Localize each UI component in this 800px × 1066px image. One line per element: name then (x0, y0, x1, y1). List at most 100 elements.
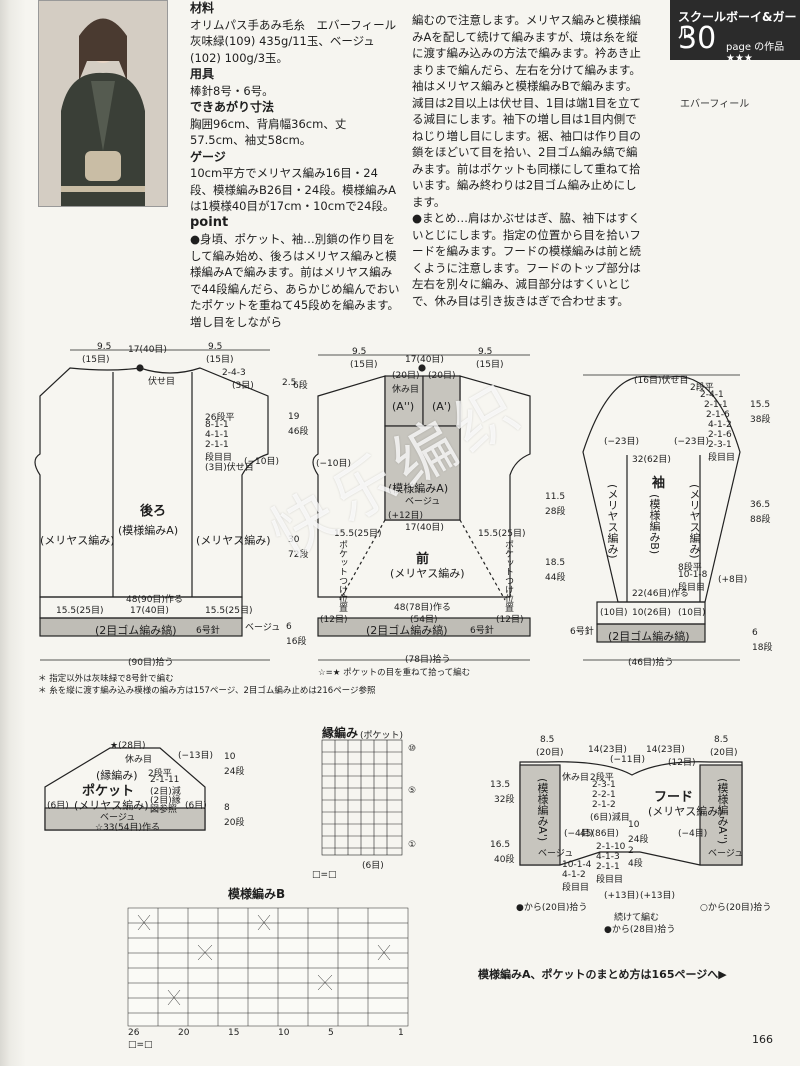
back-h4: 6 (286, 622, 292, 632)
hood-top-left: 8.5 (540, 735, 555, 745)
point-heading: point (190, 214, 229, 230)
hood-pickup-center: ●から(28目)拾う (604, 925, 676, 935)
sleeve-rib-needle: 6号針 (570, 627, 594, 637)
sleeve-cast-on: 22(46目)作る (632, 589, 689, 599)
front-cast-on: 48(78目)作る (394, 603, 451, 613)
gauge-body: 10cm平方でメリヤス編み16目・24段、模様編みB26目・24段。模様編みAは… (190, 166, 397, 213)
front-top-20-left: (20目) (392, 371, 420, 381)
front-pattern-a: (模様編みA) (388, 482, 449, 495)
hood-dec-4: 2-1-2 (592, 800, 616, 810)
hood-top-center-2: 14(23目) (646, 745, 685, 755)
front-plus12: (+12目) (388, 511, 424, 521)
hood-dec-3: 2-2-1 (592, 790, 616, 800)
materials-body: オリムパス手あみ毛糸 エバーフィール 灰味緑(109) 435g/11玉、ベージ… (190, 17, 397, 65)
hood-inc-7: 段目目 (562, 883, 590, 893)
back-title: 後ろ (140, 504, 167, 519)
pocket-side-left: (6目) (47, 801, 69, 811)
back-rib-needle: 6号針 (196, 626, 220, 636)
sleeve-h3-rows: 18段 (752, 643, 773, 653)
pattern-b-col-label: 20 (178, 1028, 190, 1038)
sleeve-cuff-center: 10(26目) (632, 608, 671, 618)
pocket-stockinette: (メリヤス編み) (74, 799, 149, 812)
materials-column: 材料 オリムパス手あみ毛糸 エバーフィール 灰味緑(109) 435g/11玉、… (190, 0, 400, 330)
pattern-b-legend: □=□ (128, 1040, 153, 1050)
back-top-width: 17(40目) (128, 345, 167, 355)
front-shoulder-left-sts: (15目) (350, 360, 378, 370)
hood-inc-6: 4-1-2 (562, 870, 586, 880)
pattern-b-col-label: 1 (398, 1028, 404, 1038)
back-h1-rows: 6段 (293, 381, 308, 391)
pattern-b-title: 模様編みB (228, 887, 286, 901)
sleeve-plus8: (+8目) (718, 575, 748, 585)
front-rest-sts: 休み目 (392, 385, 420, 395)
hood-h1: 13.5 (490, 780, 511, 790)
back-armhole-dec-1: 26段平 (205, 413, 235, 423)
section-page-suffix: page の作品 ★★★ (726, 42, 785, 64)
front-top-20-right: (20目) (428, 371, 456, 381)
front-shoulder-right: 9.5 (478, 347, 493, 357)
back-armhole-dec-2: 8-1-1 (205, 420, 229, 430)
design-name: エバーフィール (680, 99, 750, 110)
hood-top-left-sts: (20目) (536, 748, 564, 758)
sleeve-h1-rows: 38段 (750, 415, 771, 425)
back-hem-center: 17(40目) (130, 606, 169, 616)
pocket-minus13: (−13目) (178, 751, 214, 761)
hood-minus4-right: (−4目) (678, 829, 708, 839)
sleeve-pickup: (46目)拾う (628, 658, 674, 668)
hood-title: フード (654, 790, 694, 805)
pocket-beige: ベージュ (100, 813, 136, 823)
sleeve-outline (582, 375, 741, 603)
pocket-dec-2: 2-1-11 (150, 775, 180, 785)
hood-h-center-1-rows: 24段 (628, 835, 649, 845)
front-beige: ベージュ (405, 497, 441, 507)
size-heading: できあがり寸法 (190, 100, 275, 114)
sleeve-inc-1: 8段平 (678, 563, 702, 573)
reference-note: 模様編みA、ポケットのまとめ方は165ページへ▶ (478, 968, 727, 981)
back-hem-left: 15.5(25目) (56, 606, 104, 616)
hood-h-center-2: 2 (628, 846, 634, 856)
hood-h-center-1: 10 (628, 820, 640, 830)
model-photo (38, 0, 168, 207)
pattern-b-col-label: 10 (278, 1028, 290, 1038)
pocket-h2: 8 (224, 803, 230, 813)
hood-continue: 続けて編む (614, 913, 660, 923)
section-tab: スクールボーイ&ガール 30 page の作品 ★★★ (670, 0, 800, 64)
front-top-width: 17(40目) (405, 355, 444, 365)
hood-h-center-2-rows: 4段 (628, 859, 643, 869)
back-h2-rows: 46段 (288, 427, 309, 437)
back-armhole-dec-3: 4-1-1 (205, 430, 229, 440)
section-page-number: 30 (678, 21, 717, 56)
front-shoulder-left: 9.5 (352, 347, 367, 357)
front-h1: 11.5 (545, 492, 566, 502)
sleeve-dec-1: 2段平 (690, 383, 714, 393)
hood-width: 45(86目) (580, 829, 619, 839)
hood-beige-left: ベージュ (538, 849, 574, 859)
hood-pattern-a2: (模様編みA'') (716, 778, 729, 845)
hood-dec-2: 2-3-1 (592, 780, 616, 790)
back-h3-rows: 72段 (288, 550, 309, 560)
hood-inc-1: 2-1-10 (596, 842, 626, 852)
model-photo-illustration (39, 1, 167, 206)
note-1: ＊ 指定以外は灰味緑で8号針で編む (38, 674, 174, 684)
page-number: 166 (752, 1033, 773, 1046)
pattern-b-grid (127, 907, 409, 1027)
back-armhole-dec-6: (3目)伏せ目 (205, 463, 254, 473)
sleeve-dec-6: 2-1-6 (708, 430, 732, 440)
back-pickup: (90目)拾う (128, 658, 174, 668)
sleeve-minus23-left: (−23目) (604, 437, 640, 447)
pocket-h1: 10 (224, 752, 236, 762)
hood-plus13-right: (+13目) (640, 891, 676, 901)
sleeve-top: (16目)伏せ目 (634, 376, 689, 386)
hood-h2: 16.5 (490, 840, 511, 850)
back-h4-rows: 16段 (286, 637, 307, 647)
back-shoulder-right-sts: (15目) (206, 355, 234, 365)
note-2: ＊ 糸を縦に渡す編み込み模様の編み方は157ページ、2目ゴム編み止めは216ペー… (38, 686, 376, 696)
front-rib-needle: 6号針 (470, 626, 494, 636)
front-a-prime: (A') (432, 400, 452, 413)
sleeve-h3: 6 (752, 628, 758, 638)
front-pocket-left: ポケットつけ位置 (337, 540, 347, 612)
front-band-12-left: (12目) (320, 615, 348, 625)
front-minus10: (−10目) (316, 459, 352, 469)
point-para1-continued: 編むので注意します。メリヤス編みと模様編みAを配して続けて編みますが、境は糸を縦… (412, 13, 641, 209)
